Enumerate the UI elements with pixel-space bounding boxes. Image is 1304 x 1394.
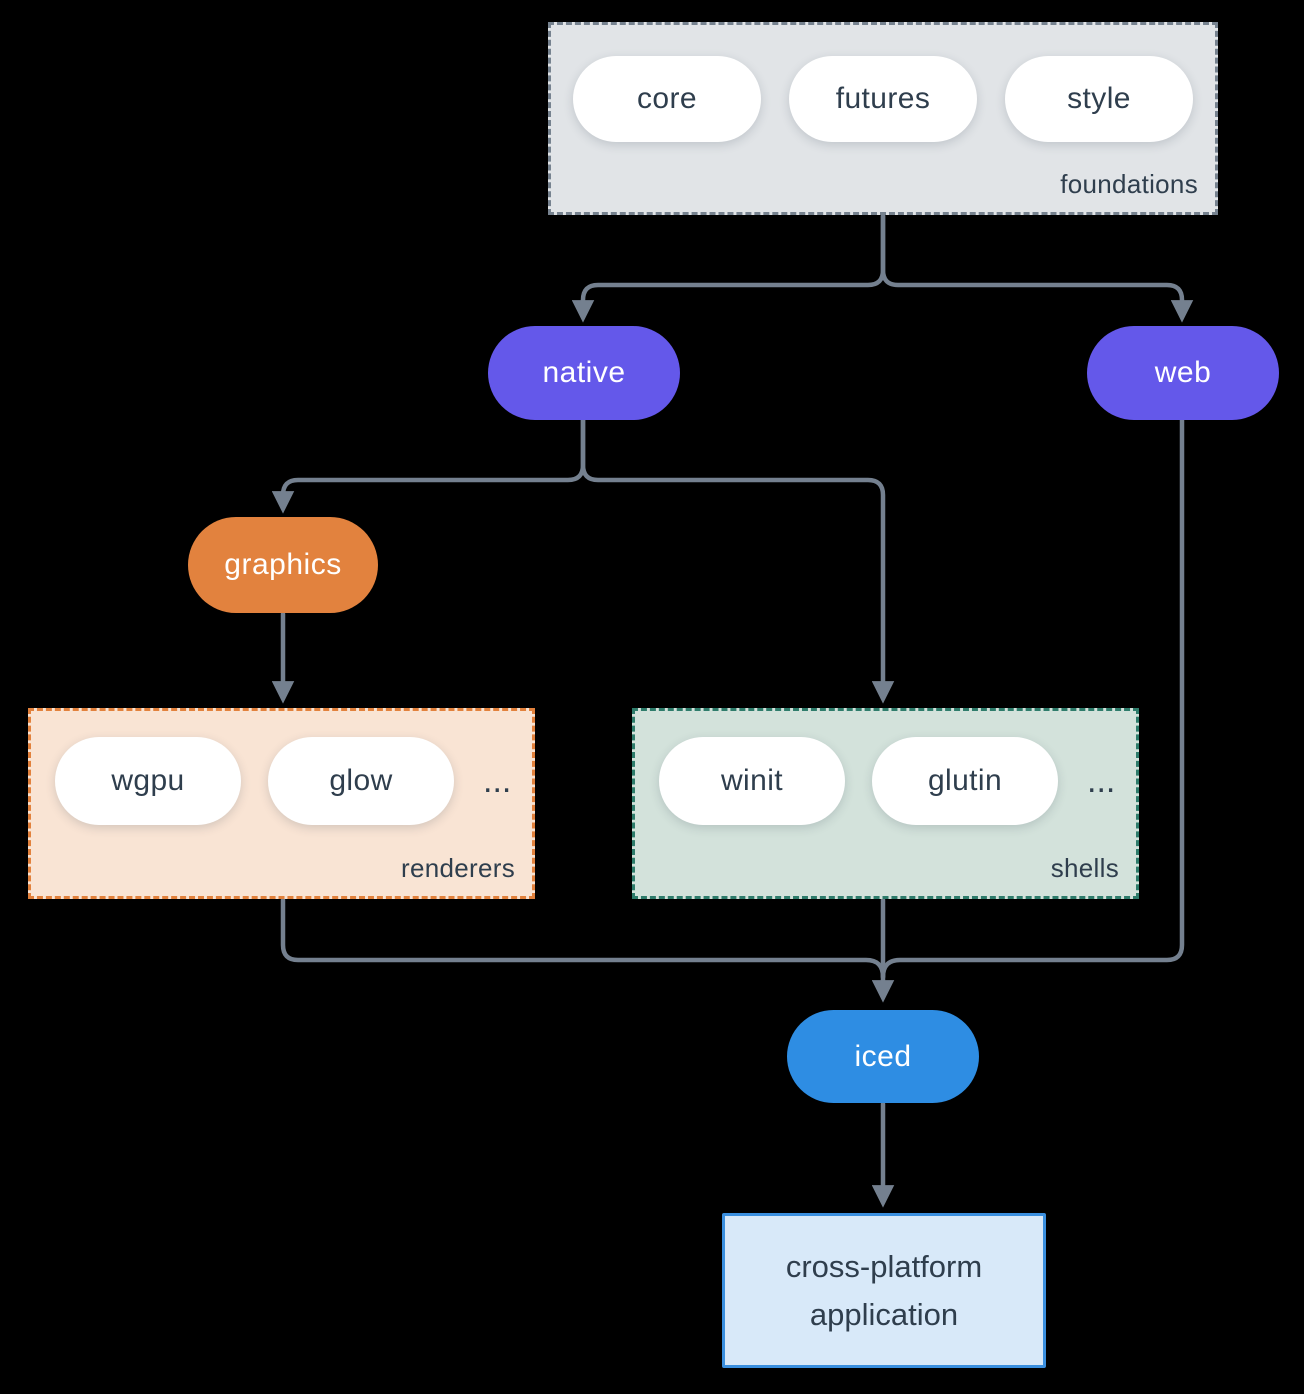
renderers-pill-row: wgpu glow ... — [55, 737, 512, 825]
node-core: core — [573, 56, 761, 142]
node-web-label: web — [1154, 356, 1212, 389]
application-label: cross-platform application — [785, 1248, 983, 1332]
edge-renderers-iced — [280, 897, 886, 980]
renderers-ellipsis: ... — [483, 761, 512, 800]
node-graphics: graphics — [188, 517, 378, 613]
node-native: native — [488, 326, 680, 420]
node-style: style — [1005, 56, 1193, 142]
node-wgpu: wgpu — [55, 737, 241, 825]
node-glow-label: glow — [329, 764, 393, 797]
node-futures: futures — [789, 56, 977, 142]
node-wgpu-label: wgpu — [111, 764, 185, 797]
node-glutin: glutin — [872, 737, 1058, 825]
node-web: web — [1087, 326, 1279, 420]
node-iced-label: iced — [854, 1039, 912, 1073]
node-winit: winit — [659, 737, 845, 825]
node-glutin-label: glutin — [927, 764, 1003, 797]
renderers-group-label: renderers — [401, 853, 515, 883]
node-core-label: core — [637, 82, 697, 115]
edge-foundations-web — [880, 213, 1194, 323]
edge-foundations-native — [571, 213, 886, 323]
edge-native-graphics — [271, 417, 586, 514]
shells-ellipsis: ... — [1087, 761, 1116, 800]
node-style-label: style — [1067, 82, 1131, 115]
shells-group-label: shells — [1050, 853, 1119, 883]
node-cross-platform-application: cross-platform application — [722, 1213, 1046, 1368]
shells-pill-row: winit glutin ... — [659, 737, 1116, 825]
foundations-pill-row: core futures style — [573, 56, 1193, 142]
node-iced: iced — [787, 1010, 979, 1103]
group-shells: winit glutin ... shells — [632, 708, 1139, 899]
group-foundations: core futures style foundations — [548, 22, 1218, 215]
foundations-group-label: foundations — [1060, 169, 1198, 199]
node-native-label: native — [542, 356, 626, 389]
node-futures-label: futures — [835, 82, 931, 115]
edge-native-shells — [580, 417, 895, 704]
node-glow: glow — [268, 737, 454, 825]
node-winit-label: winit — [720, 764, 783, 797]
node-graphics-label: graphics — [224, 548, 342, 581]
group-renderers: wgpu glow ... renderers — [28, 708, 535, 899]
